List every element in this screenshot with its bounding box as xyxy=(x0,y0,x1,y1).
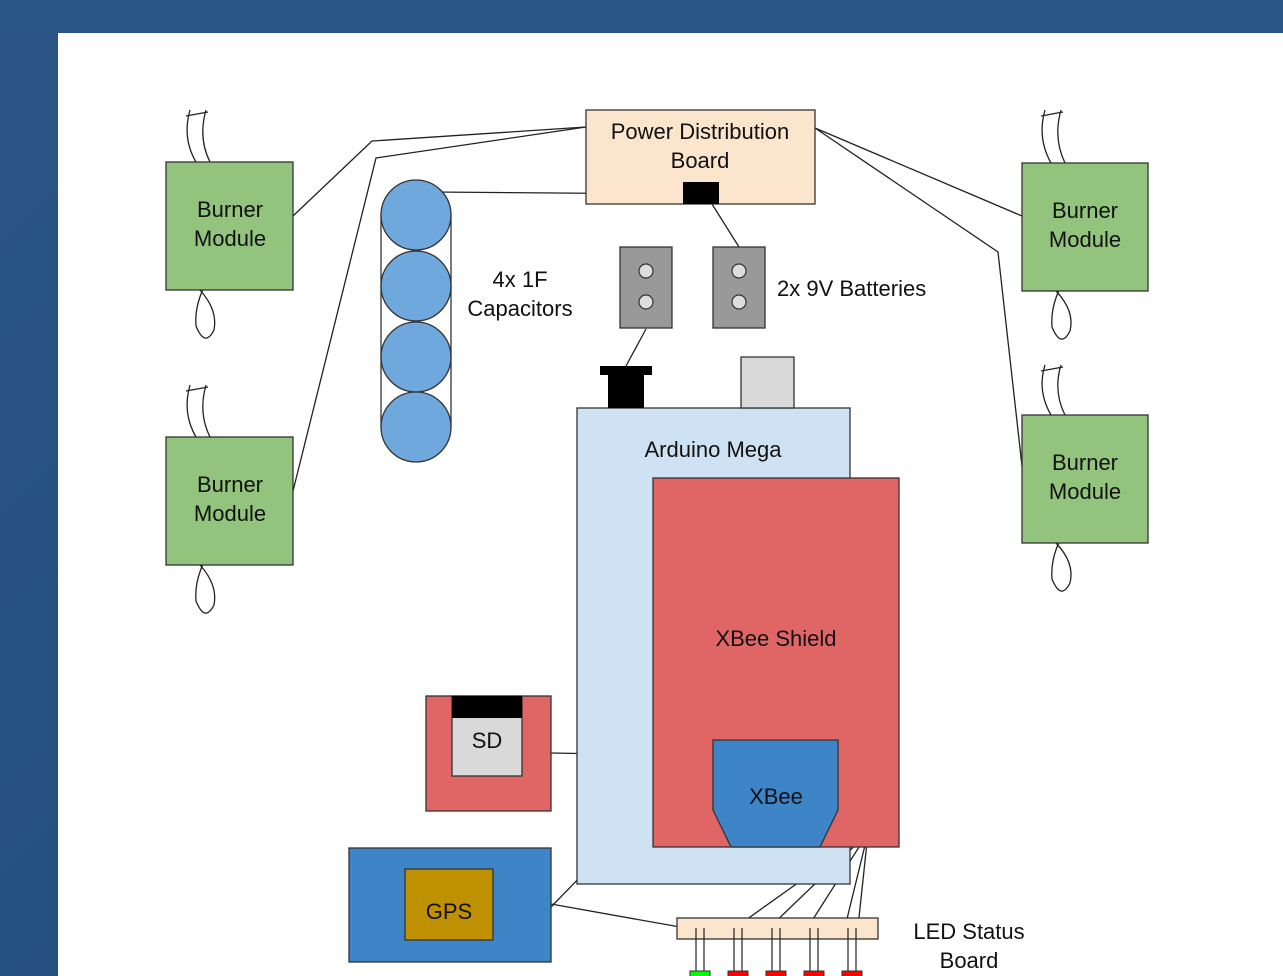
wire-power-to-burner-top-right xyxy=(814,127,1023,217)
gps-chip-icon xyxy=(404,868,494,941)
xbee-shield-label: XBee Shield xyxy=(715,626,836,651)
led-green-icon xyxy=(689,970,711,976)
battery-terminal xyxy=(638,294,654,310)
battery-terminal xyxy=(638,263,654,279)
led-board-label-line1: LED Status xyxy=(913,919,1024,944)
battery-terminal xyxy=(731,294,747,310)
arduino-label: Arduino Mega xyxy=(645,437,783,462)
led-leads xyxy=(695,928,857,976)
burner-module-bottom-left: Burner Module xyxy=(165,436,294,566)
burner-label-line1: Burner xyxy=(197,197,263,222)
burner-leads xyxy=(185,109,1072,614)
gps-label: GPS xyxy=(426,899,472,924)
led-board-label-line2: Board xyxy=(940,948,999,973)
capacitor xyxy=(380,179,452,251)
burner-label-line2: Module xyxy=(194,226,266,251)
led-red-icon xyxy=(727,970,749,976)
wire-battery-to-arduino xyxy=(625,328,647,367)
xbee-shield: XBee Shield XBee xyxy=(652,477,900,848)
xbee-module xyxy=(712,739,839,848)
wire-power-to-burner-bottom-right xyxy=(814,127,1023,467)
power-board-label-line2: Board xyxy=(671,148,730,173)
battery-left xyxy=(619,246,673,329)
sd-card-module: SD xyxy=(425,695,552,812)
power-jack-icon xyxy=(600,366,652,375)
battery-terminal xyxy=(731,263,747,279)
usb-port-icon xyxy=(740,356,795,409)
battery-right xyxy=(712,246,766,329)
led-red-icon xyxy=(765,970,787,976)
wire-power-to-burner-top-left xyxy=(292,126,587,217)
capacitor xyxy=(380,250,452,322)
burner-label-line1: Burner xyxy=(1052,450,1118,475)
burner-module-bottom-right: Burner Module xyxy=(1021,414,1149,544)
capacitor xyxy=(380,321,452,393)
wire-power-to-burner-bottom-left xyxy=(292,126,587,492)
burner-module-top-right: Burner Module xyxy=(1021,162,1149,292)
burner-label-line2: Module xyxy=(1049,479,1121,504)
burner-module-top-left: Burner Module xyxy=(165,161,294,291)
burner-label-line1: Burner xyxy=(197,472,263,497)
background-top-bar xyxy=(0,0,1283,33)
capacitor xyxy=(380,391,452,463)
wire-led-5 xyxy=(857,832,869,928)
led-red-icon xyxy=(803,970,825,976)
burner-label-line2: Module xyxy=(194,501,266,526)
sd-label: SD xyxy=(472,728,503,753)
wire-gps-to-led xyxy=(550,903,681,928)
capacitor-stack xyxy=(380,179,452,463)
burner-label-line1: Burner xyxy=(1052,198,1118,223)
wire-battery-to-power xyxy=(711,203,740,248)
wire-led-4 xyxy=(844,832,869,928)
xbee-label: XBee xyxy=(749,784,803,809)
batteries-label: 2x 9V Batteries xyxy=(777,276,926,301)
burner-label-line2: Module xyxy=(1049,227,1121,252)
power-jack-body xyxy=(608,375,644,408)
power-connector xyxy=(683,182,719,204)
capacitors-label-line1: 4x 1F xyxy=(492,267,547,292)
power-board-label-line1: Power Distribution xyxy=(611,119,790,144)
power-distribution-board: Power Distribution Board xyxy=(585,109,816,205)
led-red-icon xyxy=(841,970,863,976)
capacitors-label-line2: Capacitors xyxy=(467,296,572,321)
led-status-board xyxy=(676,917,879,976)
gps-module: GPS xyxy=(348,847,552,963)
